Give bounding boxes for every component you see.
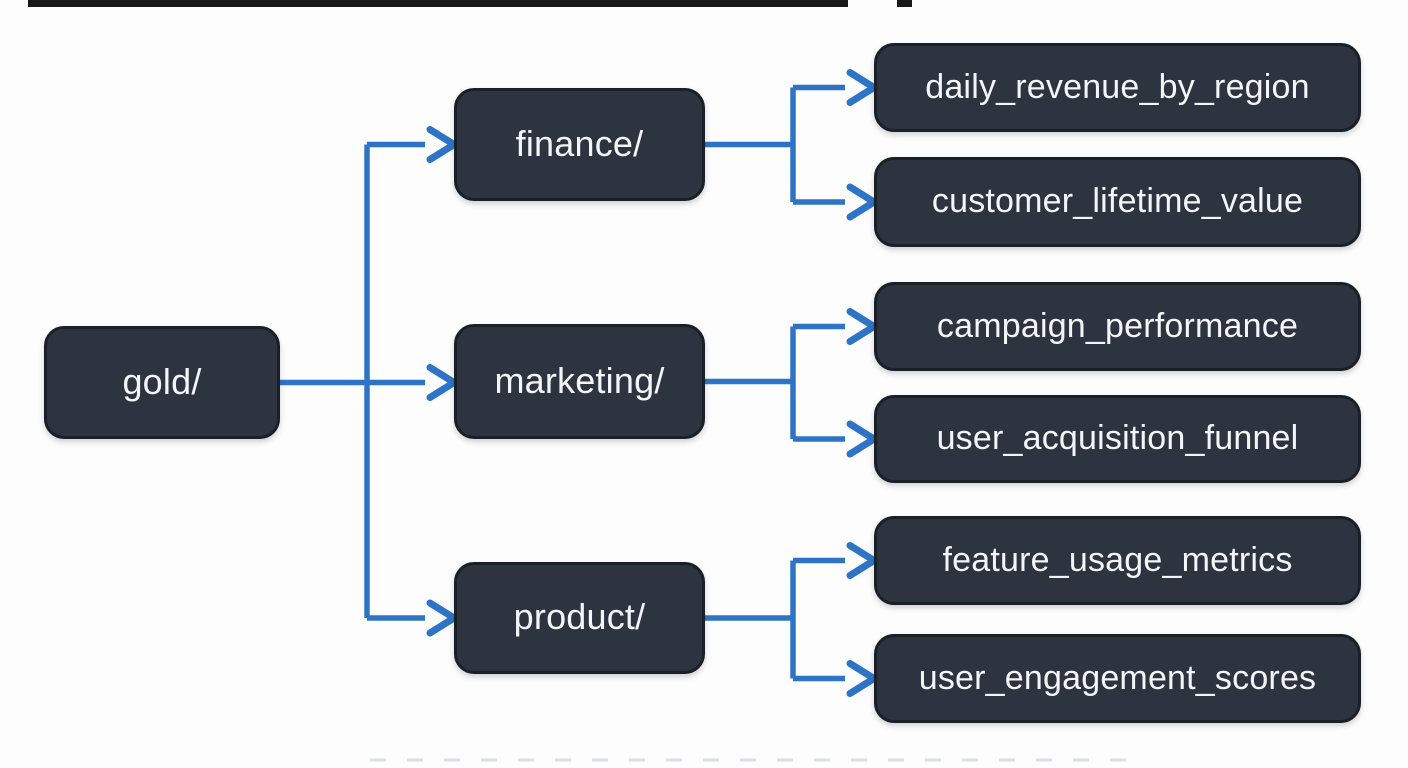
node-user-engagement-scores-label: user_engagement_scores [918,658,1317,697]
arrowhead-finance [426,126,458,163]
node-user-engagement-scores: user_engagement_scores [874,634,1361,723]
node-campaign-performance-label: campaign_performance [936,306,1299,345]
top-bar [28,0,848,7]
arrowhead-product [426,599,458,637]
top-bar-stub [897,0,912,7]
node-feature-usage-metrics: feature_usage_metrics [874,516,1361,605]
node-finance: finance/ [454,88,705,201]
node-marketing: marketing/ [454,324,705,439]
arrowhead-feature-usage [846,542,878,579]
node-customer-lifetime-value: customer_lifetime_value [874,157,1361,247]
arrowhead-customer-lifetime [846,183,878,221]
node-campaign-performance: campaign_performance [874,282,1361,371]
node-gold: gold/ [44,326,280,439]
node-customer-lifetime-value-label: customer_lifetime_value [931,182,1304,220]
node-feature-usage-metrics-label: feature_usage_metrics [942,540,1293,579]
node-daily-revenue-by-region-label: daily_revenue_by_region [925,67,1310,106]
node-product: product/ [454,562,705,674]
arrowhead-marketing [426,364,458,401]
arrowhead-campaign-performance [846,308,878,345]
arrowhead-user-acquisition [846,420,878,458]
node-daily-revenue-by-region: daily_revenue_by_region [874,43,1361,132]
node-gold-label: gold/ [122,360,202,402]
node-marketing-label: marketing/ [494,359,665,401]
node-product-label: product/ [513,596,646,637]
arrowhead-user-engagement [846,660,878,697]
arrowhead-daily-revenue [846,69,878,106]
node-finance-label: finance/ [515,122,644,164]
node-user-acquisition-funnel-label: user_acquisition_funnel [936,419,1299,457]
node-user-acquisition-funnel: user_acquisition_funnel [874,395,1361,483]
